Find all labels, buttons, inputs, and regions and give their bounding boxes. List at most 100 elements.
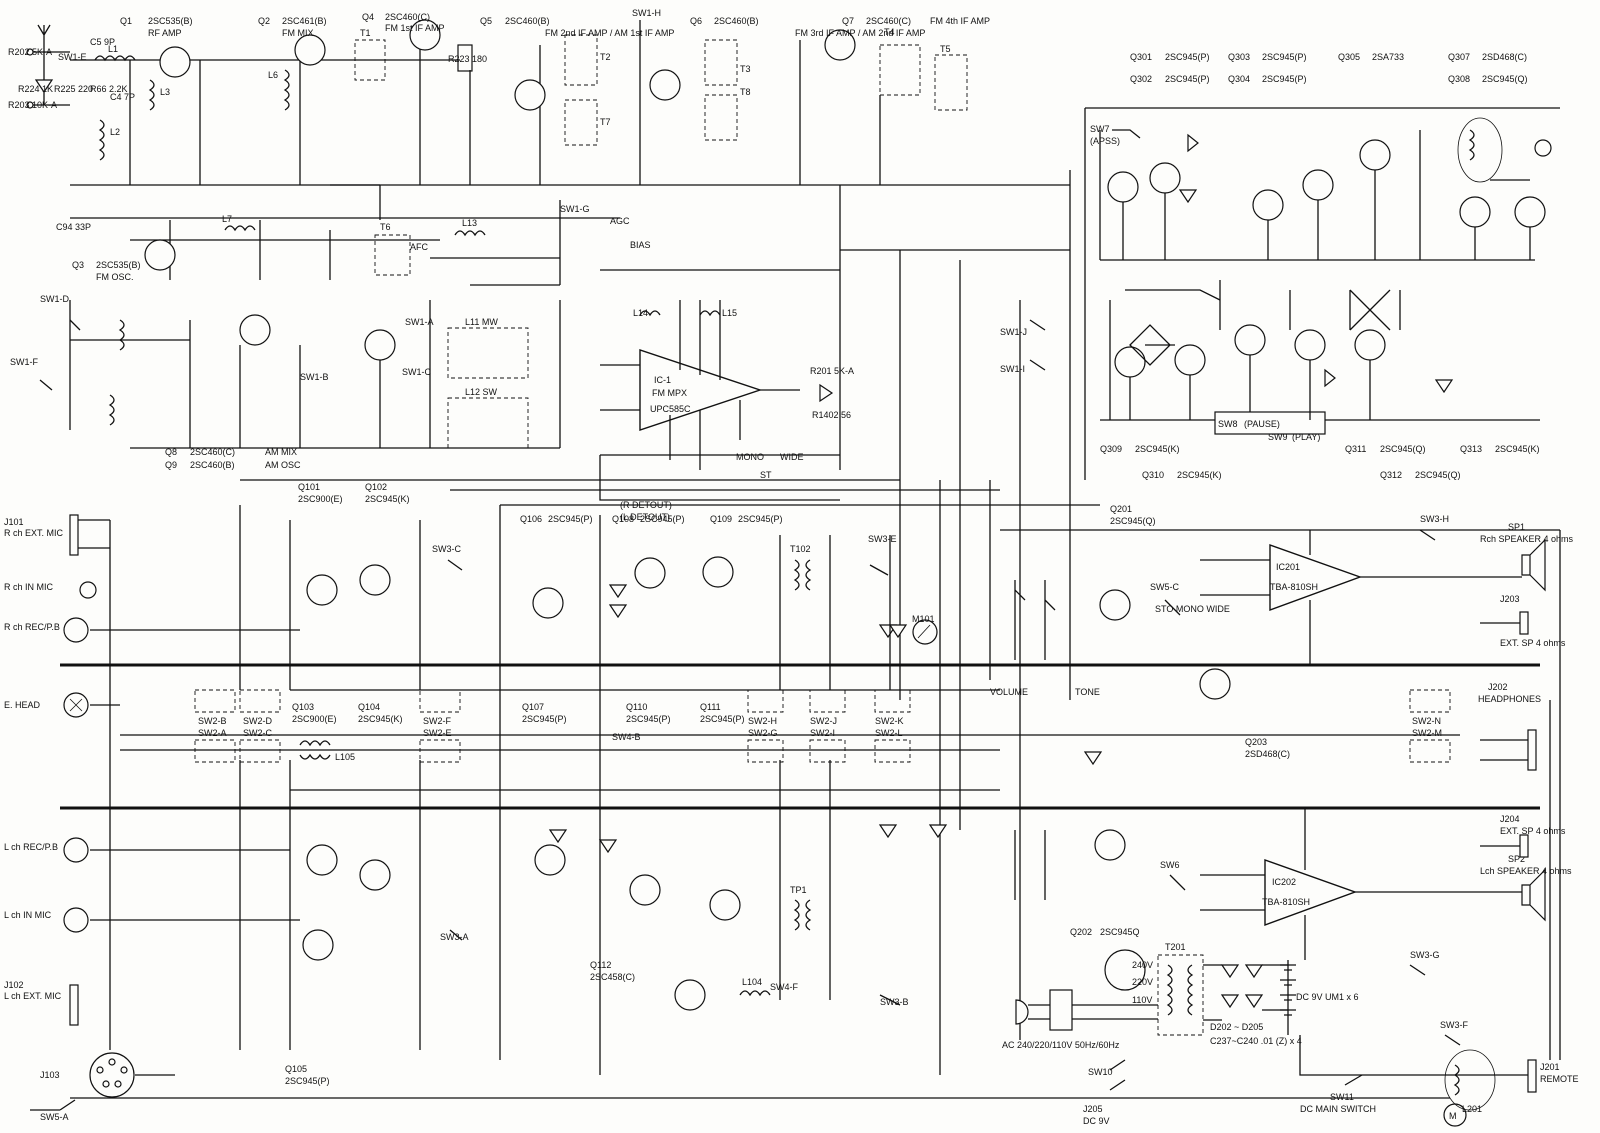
q305-type: 2SA733 xyxy=(1372,52,1404,62)
q8-type: 2SC460(C) xyxy=(190,447,235,457)
e-head-label: E. HEAD xyxy=(4,700,41,710)
sw3f-label: SW3-F xyxy=(1440,1020,1469,1030)
t1-label: T1 xyxy=(360,28,371,38)
sw2c-label: SW2-C xyxy=(243,728,273,738)
q7-role: FM 4th IF AMP xyxy=(930,16,990,26)
q112-type: 2SC458(C) xyxy=(590,972,635,982)
v220-label: 220V xyxy=(1132,977,1153,987)
ic1-pin-wide: WIDE xyxy=(780,452,804,462)
tone-label: TONE xyxy=(1075,687,1100,697)
left-jacks: J101 R ch EXT. MIC R ch IN MIC R ch REC/… xyxy=(4,514,300,1122)
sp2-ref: SP2 xyxy=(1508,854,1525,864)
q308-ref: Q308 xyxy=(1448,74,1470,84)
sw11-label: SW9 xyxy=(1268,432,1288,442)
q4-ref: Q4 xyxy=(362,12,374,22)
l105-label: L105 xyxy=(335,752,355,762)
motor-label: M xyxy=(1449,1111,1457,1121)
c94-label: C94 33P xyxy=(56,222,91,232)
sw1f-label: SW1-F xyxy=(10,357,39,367)
q302-ref: Q302 xyxy=(1130,74,1152,84)
agc-label: AGC xyxy=(610,216,630,226)
sw2k-label: SW2-K xyxy=(875,716,904,726)
tp2-label: R203 10K-A xyxy=(8,100,57,110)
ic1-label: IC-1 xyxy=(654,375,671,385)
q8-role: AM MIX xyxy=(265,447,297,457)
q107-type: 2SC945(P) xyxy=(522,714,567,724)
j201-ref: J201 xyxy=(1540,1062,1560,1072)
t101-label: T102 xyxy=(790,544,811,554)
meter-label: M101 xyxy=(912,614,935,624)
q112-ref: Q112 xyxy=(590,960,611,970)
preamp-transistors: Q101 2SC900(E) Q102 2SC945(K) Q103 2SC90… xyxy=(285,482,783,1086)
c4-label: C4 7P xyxy=(110,92,135,102)
afc-label: AFC xyxy=(410,242,429,252)
t201-label: T201 xyxy=(1165,942,1186,952)
q312-ref: Q312 xyxy=(1380,470,1402,480)
l12-label: L12 SW xyxy=(465,387,498,397)
q9-role: AM OSC xyxy=(265,460,301,470)
q3-role: FM OSC. xyxy=(96,272,134,282)
t2-label: T2 xyxy=(600,52,611,62)
sw1e-label: SW1-E xyxy=(58,52,87,62)
v110-label: 110V xyxy=(1132,995,1152,1005)
q312-type: 2SC945(Q) xyxy=(1415,470,1461,480)
q6-ref: Q6 xyxy=(690,16,702,26)
sp1-ref: SP1 xyxy=(1508,522,1525,532)
sw2f-label: SW2-F xyxy=(423,716,452,726)
l3-label: L3 xyxy=(160,87,170,97)
q310-ref: Q310 xyxy=(1142,470,1164,480)
q102-type: 2SC945(K) xyxy=(365,494,410,504)
t8-label: T8 xyxy=(740,87,751,97)
sw9-note: (APSS) xyxy=(1090,136,1120,146)
c5-label: C5 9P xyxy=(90,37,115,47)
q103-ref: Q103 xyxy=(292,702,314,712)
q105-ref: Q105 xyxy=(285,1064,307,1074)
sp2-label: Lch SPEAKER 4 ohms xyxy=(1480,866,1572,876)
t7-label: T7 xyxy=(600,117,611,127)
sw9-label: SW7 xyxy=(1090,124,1110,134)
q303-type: 2SC945(P) xyxy=(1262,52,1307,62)
q311-ref: Q311 xyxy=(1345,444,1366,454)
q102-ref: Q102 xyxy=(365,482,387,492)
l14-label: L14 xyxy=(633,308,648,318)
r-detout-label: (R DETOUT) xyxy=(620,500,672,510)
t6-label: T6 xyxy=(380,222,391,232)
tuner-switches: SW1-G SW1-H SW1-D SW1-F SW1-A SW1-B SW1-… xyxy=(10,8,1046,391)
q101-ref: Q101 xyxy=(298,482,320,492)
q105-type: 2SC945(P) xyxy=(285,1076,330,1086)
q103-type: 2SC900(E) xyxy=(292,714,337,724)
sw2a-label: SW2-A xyxy=(198,728,227,738)
d1-label: R224 1K xyxy=(18,84,53,94)
j205-ref: J205 xyxy=(1083,1104,1103,1114)
fl-label: R223 180 xyxy=(448,54,487,64)
q3-ref: Q3 xyxy=(72,260,84,270)
q303-ref: Q303 xyxy=(1228,52,1250,62)
l11-label: L11 MW xyxy=(465,317,498,327)
ic202-part: TBA-810SH xyxy=(1262,897,1310,907)
l104-label: L104 xyxy=(742,977,762,987)
q110-ref: Q110 xyxy=(626,702,647,712)
t4-label: T4 xyxy=(884,27,895,37)
volume-label: VOLUME xyxy=(990,687,1028,697)
l2-label: L2 xyxy=(110,127,120,137)
q109-type: 2SC945(P) xyxy=(738,514,783,524)
sw10-label: SW8 xyxy=(1218,419,1238,429)
q104-ref: Q104 xyxy=(358,702,380,712)
ac-label: AC 240/220/110V 50Hz/60Hz xyxy=(1002,1040,1120,1050)
ic1-pin-st: ST xyxy=(760,470,772,480)
sw7-label: SW10 xyxy=(1088,1067,1113,1077)
q301-type: 2SC945(P) xyxy=(1165,52,1210,62)
q313-ref: Q313 xyxy=(1460,444,1482,454)
j101-ref: J101 xyxy=(4,517,24,527)
sw2i-label: SW2-I xyxy=(810,728,835,738)
q310-type: 2SC945(K) xyxy=(1177,470,1222,480)
v240-label: 240V xyxy=(1132,960,1153,970)
l1-label: L1 xyxy=(108,44,118,54)
lch-recpb-label: L ch REC/P.B xyxy=(4,842,58,852)
sw2-banks: SW2-B SW2-D SW2-F SW2-A SW2-C SW2-E SW2-… xyxy=(194,689,1451,763)
q4-type: 2SC460(C) xyxy=(385,12,430,22)
l6-label: L6 xyxy=(268,70,278,80)
j202-label: HEADPHONES xyxy=(1478,694,1541,704)
t102-label: TP1 xyxy=(790,885,807,895)
j202-ref: J202 xyxy=(1488,682,1508,692)
